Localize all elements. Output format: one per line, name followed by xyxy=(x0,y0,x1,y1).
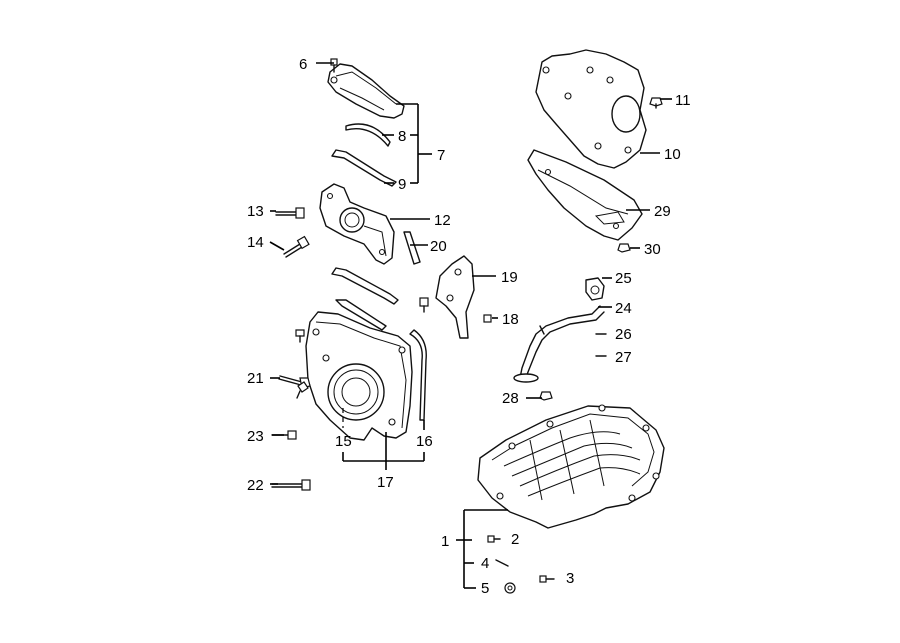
gasket-20 xyxy=(403,231,421,265)
callout-7: 7 xyxy=(437,147,445,164)
callout-1: 1 xyxy=(441,533,449,550)
middle-timing-cover xyxy=(319,183,395,265)
callout-25: 25 xyxy=(615,270,632,287)
cover-plate-29 xyxy=(527,149,643,241)
callout-13: 13 xyxy=(247,203,264,220)
callout-22: 22 xyxy=(247,477,264,494)
callout-18: 18 xyxy=(502,311,519,328)
callout-26: 26 xyxy=(615,326,632,343)
callout-2: 2 xyxy=(511,531,519,548)
bolt-13 xyxy=(275,207,305,219)
bolt-6 xyxy=(330,58,338,73)
oil-pan-1 xyxy=(477,404,665,529)
callout-17: 17 xyxy=(377,474,394,491)
callout-28: 28 xyxy=(502,390,519,407)
callout-labels: 1 2 3 4 5 6 7 8 9 10 11 12 13 14 15 16 1… xyxy=(247,56,691,597)
plug-5 xyxy=(504,582,516,594)
callout-10: 10 xyxy=(664,146,681,163)
rear-plate-10 xyxy=(535,49,647,169)
callout-20: 20 xyxy=(430,238,447,255)
nut-28 xyxy=(539,391,553,401)
bolt-19-small xyxy=(419,297,429,313)
bracket-19 xyxy=(435,255,475,339)
callout-29: 29 xyxy=(654,203,671,220)
bolt-30 xyxy=(617,243,631,253)
bolt-21 xyxy=(278,329,311,399)
bolt-11 xyxy=(649,97,663,109)
cover-seal-strip xyxy=(331,267,399,331)
oil-pickup-24 xyxy=(513,305,605,383)
bolt-14 xyxy=(283,235,310,258)
callout-3: 3 xyxy=(566,570,574,587)
seal-16 xyxy=(409,329,427,421)
callout-23: 23 xyxy=(247,428,264,445)
callout-15: 15 xyxy=(335,433,352,450)
dowel-4 xyxy=(495,559,509,567)
bolt-3 xyxy=(539,575,555,583)
callout-5: 5 xyxy=(481,580,489,597)
gasket-25 xyxy=(585,277,605,301)
callout-6: 6 xyxy=(299,56,307,73)
upper-timing-cover xyxy=(327,63,405,119)
callout-24: 24 xyxy=(615,300,632,317)
seal-strip-8 xyxy=(345,123,391,147)
callout-21: 21 xyxy=(247,370,264,387)
callout-27: 27 xyxy=(615,349,632,366)
callout-8: 8 xyxy=(398,128,406,145)
callout-30: 30 xyxy=(644,241,661,258)
lower-timing-cover xyxy=(305,311,413,441)
callout-9: 9 xyxy=(398,176,406,193)
bolt-22 xyxy=(271,479,311,491)
bolt-18 xyxy=(483,314,492,323)
seal-strip-9 xyxy=(331,149,397,187)
callout-4: 4 xyxy=(481,555,489,572)
callout-12: 12 xyxy=(434,212,451,229)
callout-16: 16 xyxy=(416,433,433,450)
callout-14: 14 xyxy=(247,234,264,251)
callout-11: 11 xyxy=(675,92,691,109)
leader-lines xyxy=(269,62,672,589)
callout-19: 19 xyxy=(501,269,518,286)
bolt-2 xyxy=(487,535,501,543)
